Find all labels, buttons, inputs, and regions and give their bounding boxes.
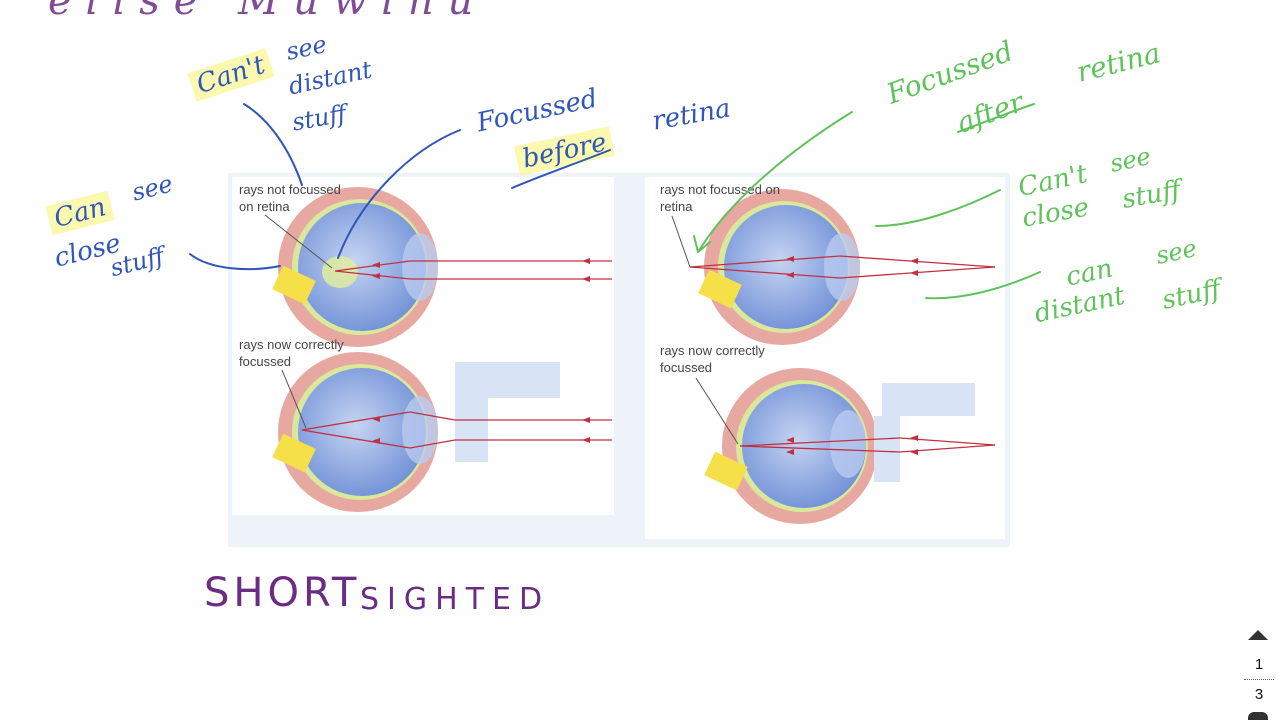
label-left-bottom: rays now correctly focussed: [239, 337, 344, 369]
total-pages: 3: [1254, 686, 1264, 703]
page-up-icon[interactable]: [1248, 630, 1268, 640]
heading-sighted: SIGHTED: [360, 582, 551, 617]
slide-title-fragment: elise Muwinu: [48, 0, 488, 24]
page-down-icon[interactable]: [1248, 712, 1268, 720]
concave-lens: [455, 362, 560, 462]
eye-right-bottom: [704, 368, 878, 524]
label-right-bottom: rays now correctly focussed: [660, 343, 765, 375]
heading-short: SHORT: [204, 570, 361, 616]
convex-lens: [874, 383, 975, 482]
eye-left-bottom: [272, 352, 438, 512]
page-navigator: 1 3: [1238, 622, 1280, 720]
current-page: 1: [1254, 656, 1264, 673]
page-divider: [1244, 679, 1274, 680]
label-right-top: rays not focussed on retina: [660, 182, 780, 214]
label-left-top: rays not focussed on retina: [239, 182, 341, 214]
